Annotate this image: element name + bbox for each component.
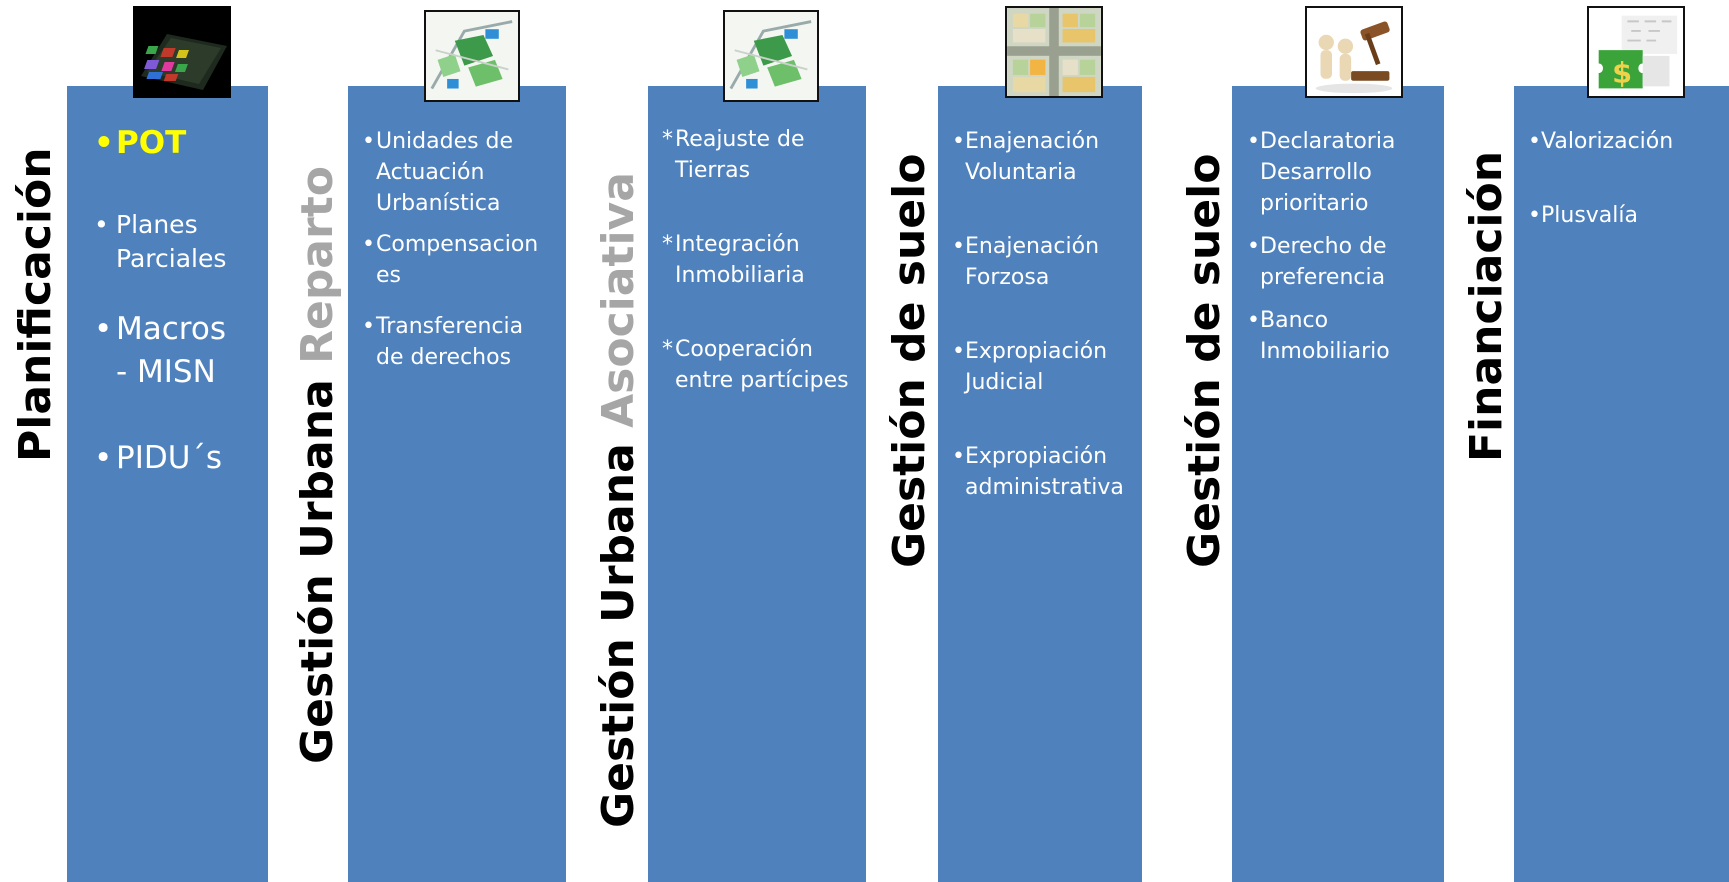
column-title-gestion-de-suelo-2: Gestión de suelo (1179, 153, 1230, 568)
land-parcels-map-icon (1005, 6, 1103, 98)
list-item: •Macros - MISN (94, 311, 226, 390)
column-items-planificacion: •POT •Planes Parciales •Macros - MISN •P… (94, 124, 264, 478)
column-title-gestion-urbana-reparto: Gestión Urbana Reparto (292, 166, 343, 764)
column-financiacion (1514, 86, 1729, 882)
dollar-puzzle-icon: $ (1587, 6, 1685, 98)
column-items-gestion-de-suelo-2: •Declaratoria Desarrollo prioritario •De… (1247, 126, 1443, 367)
column-gestion-urbana-reparto (348, 86, 566, 882)
svg-text:$: $ (1612, 56, 1632, 90)
column-gestion-urbana-asociativa (648, 86, 866, 882)
column-title-gestion-urbana-asociativa: Gestión Urbana Asociativa (593, 172, 644, 828)
column-title-gestion-de-suelo-1: Gestión de suelo (884, 153, 935, 568)
urban-plan-map-icon (723, 10, 819, 102)
list-item: *Integración Inmobiliaria (662, 232, 805, 288)
list-item: •Unidades de Actuación Urbanística (362, 129, 514, 216)
list-item: •POT (94, 125, 187, 161)
column-title-financiacion: Financiación (1461, 150, 1512, 462)
list-item: •Plusvalía (1528, 203, 1638, 228)
column-gestion-de-suelo-1 (938, 86, 1142, 882)
list-item: •Transferencia de derechos (362, 314, 524, 370)
city-model-3d-icon (133, 6, 231, 98)
list-item: •Derecho de preferencia (1247, 234, 1387, 290)
list-item: •Valorización (1528, 129, 1674, 154)
list-item: •Enajenación Forzosa (952, 234, 1100, 290)
urban-plan-map-icon (424, 10, 520, 102)
list-item: •Compensacion es (362, 232, 539, 288)
column-items-gestion-de-suelo-1: •Enajenación Voluntaria •Enajenación For… (952, 126, 1140, 503)
list-item: •Enajenación Voluntaria (952, 129, 1100, 185)
list-item: •PIDU´s (94, 440, 223, 476)
column-title-planificacion: Planificación (10, 147, 61, 462)
list-item: *Reajuste de Tierras (662, 127, 805, 183)
list-item: *Cooperación entre partícipes (662, 337, 849, 393)
list-item: •Planes Parciales (94, 210, 227, 273)
column-items-gestion-urbana-reparto: •Unidades de Actuación Urbanística •Comp… (362, 126, 562, 373)
column-planificacion (67, 86, 268, 882)
column-items-gestion-urbana-asociativa: *Reajuste de Tierras *Integración Inmobi… (662, 124, 862, 396)
column-items-financiacion: •Valorización •Plusvalía (1528, 126, 1724, 231)
list-item: •Declaratoria Desarrollo prioritario (1247, 129, 1396, 216)
column-gestion-de-suelo-2 (1232, 86, 1444, 882)
list-item: •Expropiación administrativa (952, 444, 1124, 500)
list-item: •Expropiación Judicial (952, 339, 1108, 395)
list-item: •Banco Inmobiliario (1247, 308, 1390, 364)
gavel-figures-icon (1305, 6, 1403, 98)
